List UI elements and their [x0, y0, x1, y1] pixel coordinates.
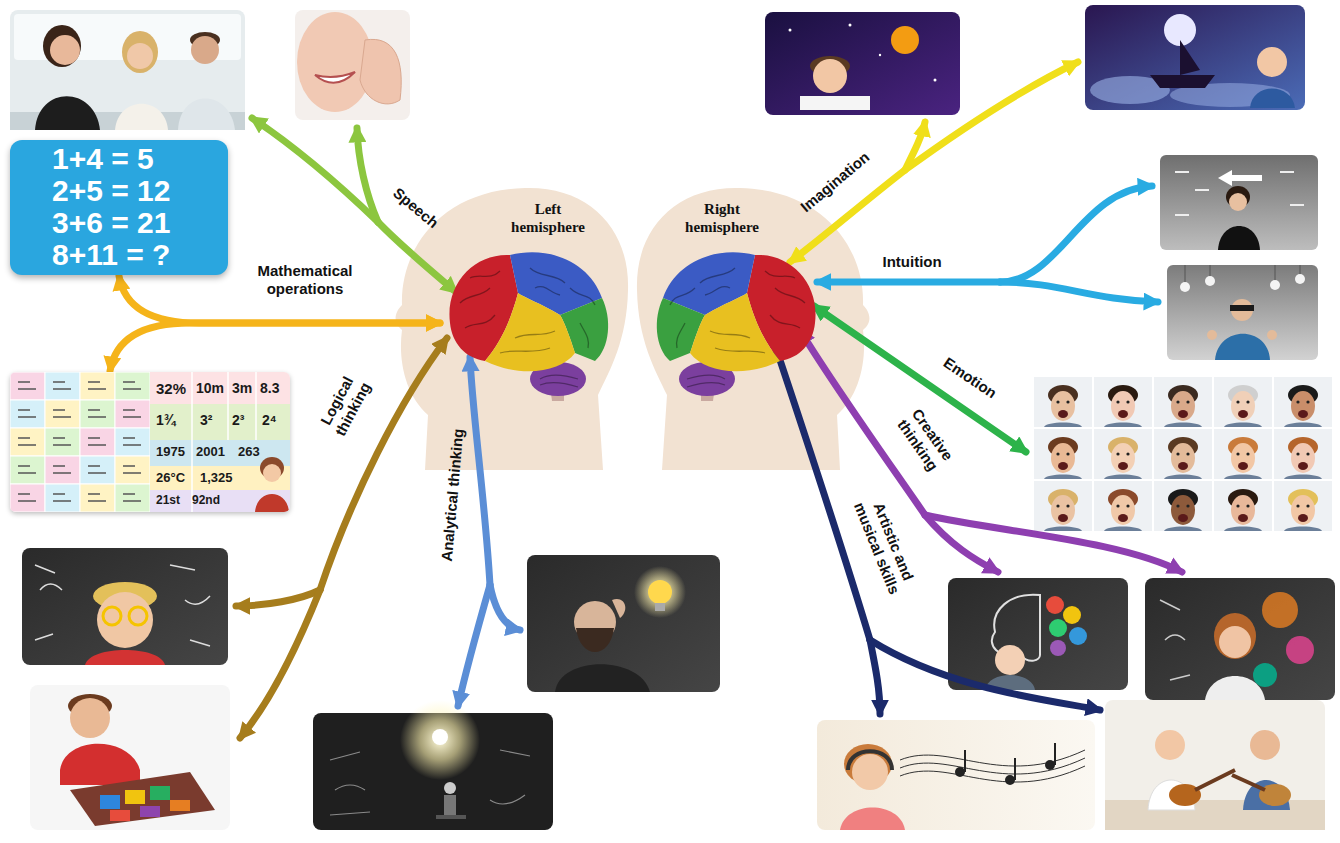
photo-boy-glasses [22, 548, 228, 665]
function-label: Imagination [797, 148, 873, 216]
photo-boy-puzzle [30, 685, 230, 830]
photo-bearded-man [527, 555, 720, 692]
artistic-arrow [775, 345, 1100, 714]
analytical-arrow [458, 357, 520, 706]
math-line: 3+6 = 21 [52, 207, 228, 239]
brain-illustration [440, 243, 615, 403]
function-label: Artistic and musical skills [846, 483, 924, 608]
photo-emotions [1032, 375, 1335, 535]
brain-hemisphere: Left hemisphere [440, 198, 615, 403]
connector-label: Mathematical operations [245, 262, 365, 298]
function-label: Logical thinking [311, 362, 379, 448]
math-problem-box: 1+4 = 52+5 = 123+6 = 218+11 = ? [10, 140, 228, 275]
photo-intuition [1160, 155, 1318, 250]
hemisphere-title: Right hemisphere [672, 200, 772, 236]
connector-arrow [110, 323, 440, 371]
chart-number: 2001 [196, 444, 225, 459]
hemisphere-title: Left hemisphere [498, 200, 598, 236]
photo-whisper [295, 10, 410, 120]
photo-creative [1145, 578, 1335, 700]
chart-number: 1¾ [156, 412, 175, 428]
photo-imagination [765, 12, 960, 115]
chart-number: 10m [196, 380, 224, 396]
arrow-group [236, 62, 1182, 738]
photo-conversation [10, 10, 245, 130]
chart-number: 32% [156, 380, 186, 397]
photo-creative [948, 578, 1128, 690]
photo-music [817, 720, 1095, 830]
chart-number: 1,325 [200, 470, 233, 485]
intuition-arrow [817, 186, 1158, 302]
chart-number: 21st [156, 493, 180, 507]
math-line: 2+5 = 12 [52, 175, 228, 207]
chart-number: 26°C [156, 470, 185, 485]
brain-illustration [650, 243, 825, 403]
brain-hemisphere: Right hemisphere [650, 198, 825, 403]
photo-lightbulb [313, 700, 553, 830]
chart-number: 8.3 [260, 380, 279, 396]
chart-number: 263 [238, 444, 260, 459]
function-label: Intuition [883, 253, 942, 271]
numbers-chart-panel: 32% 10m 3m 8.3 1¾ 3² 2³ 2⁴ 1975 2001 263 26°C 1,325 2… [10, 372, 290, 512]
math-lines: 1+4 = 52+5 = 123+6 = 218+11 = ? [10, 140, 228, 271]
photo-music [1105, 700, 1325, 830]
photo-intuition [1167, 265, 1318, 360]
photo-imagination [1085, 5, 1305, 110]
chart-number: 3² [200, 412, 212, 428]
chart-number: 2⁴ [262, 412, 277, 428]
function-label: Analytical thinking [437, 428, 467, 562]
math-line: 1+4 = 5 [52, 143, 228, 175]
chart-number: 1975 [156, 444, 185, 459]
function-label: Speech [389, 184, 441, 232]
imagination-arrow [790, 62, 1078, 262]
creative-arrow [800, 330, 1182, 572]
function-label: Emotion [940, 354, 1000, 402]
chart-number: 3m [232, 380, 252, 396]
chart-number: 2³ [232, 412, 244, 428]
function-label: Creative thinking [888, 398, 962, 483]
chart-number: 92nd [192, 493, 220, 507]
math-line: 8+11 = ? [52, 239, 228, 271]
